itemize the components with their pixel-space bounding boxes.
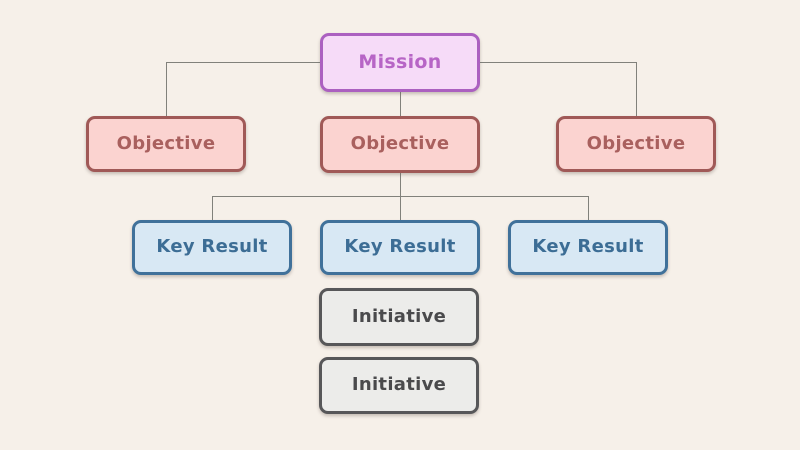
node-key-result-left-label: Key Result <box>156 236 268 257</box>
connector-keyresult-left-drop <box>212 196 213 220</box>
connector-mission-right-horizontal <box>480 62 636 63</box>
node-objective-left-label: Objective <box>116 132 216 154</box>
node-key-result-right-label: Key Result <box>532 236 644 257</box>
connector-mission-left-horizontal <box>166 62 320 63</box>
node-objective-left: Objective <box>86 116 246 172</box>
connector-keyresult-right-drop <box>588 196 589 220</box>
node-objective-right: Objective <box>556 116 716 172</box>
node-mission: Mission <box>320 33 480 92</box>
node-key-result-right: Key Result <box>508 220 668 275</box>
node-key-result-center: Key Result <box>320 220 480 275</box>
node-initiative-1-label: Initiative <box>351 305 447 327</box>
node-initiative-1: Initiative <box>319 288 479 346</box>
node-objective-center-label: Objective <box>350 133 450 154</box>
node-objective-center: Objective <box>320 116 480 173</box>
connector-mission-to-objective-center <box>400 92 401 116</box>
connector-objective-right-drop <box>636 62 637 116</box>
node-mission-label: Mission <box>358 50 442 73</box>
connector-keyresults-bus <box>212 196 589 197</box>
node-initiative-2-label: Initiative <box>351 374 447 395</box>
node-objective-right-label: Objective <box>586 132 686 154</box>
node-key-result-left: Key Result <box>132 220 292 275</box>
connector-objective-left-drop <box>166 62 167 116</box>
node-initiative-2: Initiative <box>319 357 479 414</box>
node-key-result-center-label: Key Result <box>344 236 456 257</box>
